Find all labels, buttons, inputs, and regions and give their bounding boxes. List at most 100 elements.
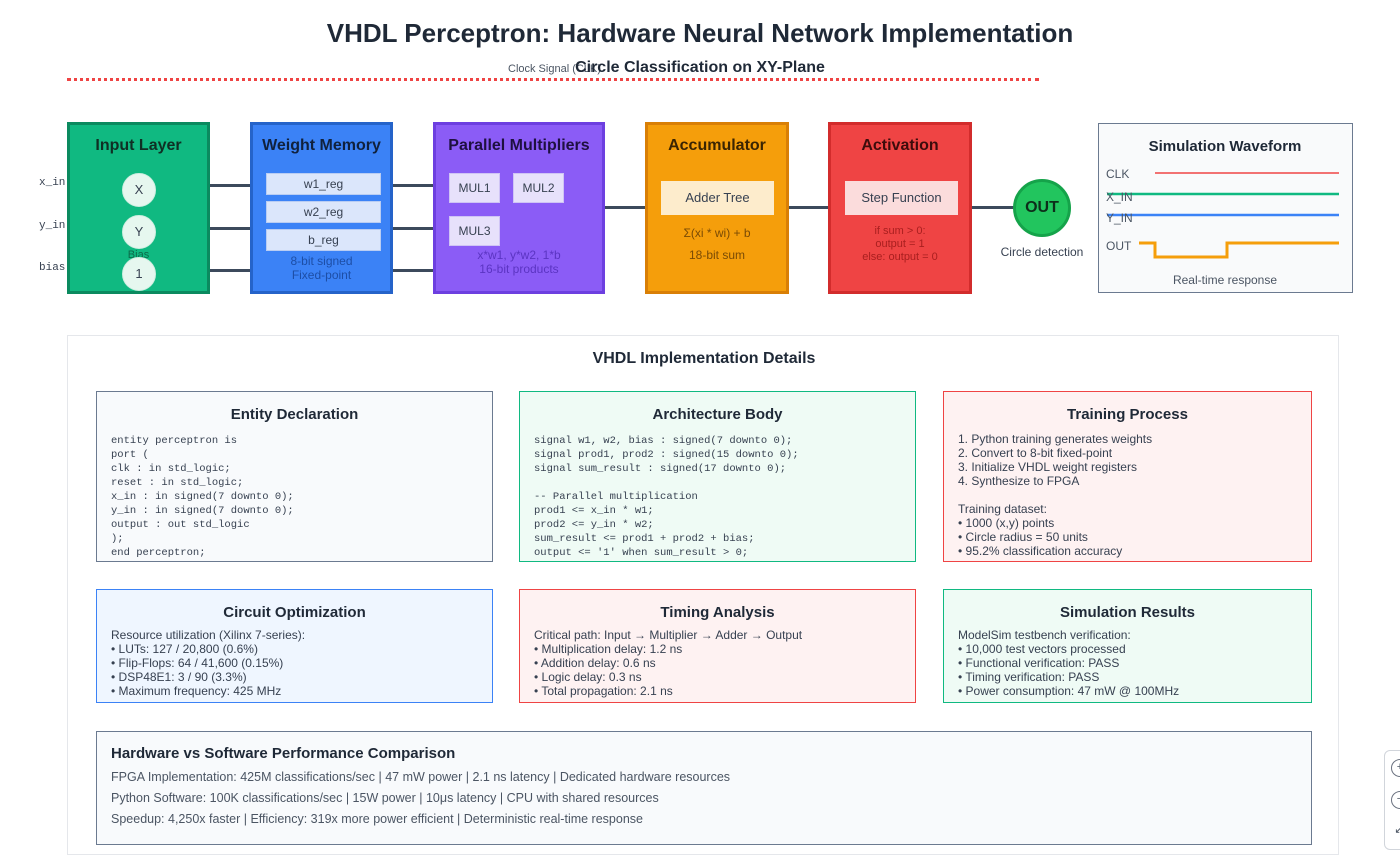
entity-declaration-card: Entity Declaration entity perceptron is p… xyxy=(96,391,493,562)
waveform-label-y-in: Y_IN xyxy=(1106,211,1133,225)
accumulator-note-bits: 18-bit sum xyxy=(688,248,746,262)
card-line: • Power consumption: 47 mW @ 100MHz xyxy=(958,684,1180,698)
multipliers-note-bits: 16-bit products xyxy=(479,262,559,276)
card-line: Resource utilization (Xilinx 7-series): xyxy=(111,628,306,642)
circuit-optimization-card: Circuit Optimization Resource utilizatio… xyxy=(96,589,493,703)
implementation-details-panel: VHDL Implementation Details Entity Decla… xyxy=(67,335,1339,855)
zoom-in-icon[interactable]: + xyxy=(1391,759,1400,777)
signal-label-y-in: y_in xyxy=(39,220,66,232)
circuit-optimization-title: Circuit Optimization xyxy=(223,604,366,621)
card-line: x_in : in signed(7 downto 0); xyxy=(111,491,294,503)
wire-weights-to-mul-1 xyxy=(392,184,435,187)
implementation-details-title: VHDL Implementation Details xyxy=(592,350,816,367)
card-line: • Multiplication delay: 1.2 ns xyxy=(534,642,683,656)
card-line: reset : in std_logic; xyxy=(111,477,244,489)
comparison-line-python: Python Software: 100K classifications/se… xyxy=(111,791,659,805)
card-line xyxy=(534,476,905,490)
architecture-body-code: signal w1, w2, bias : signed(7 downto 0)… xyxy=(534,434,905,560)
wire-bias-to-weights xyxy=(209,269,252,272)
card-line: output <= '1' when sum_result > 0; xyxy=(534,547,749,559)
simulation-results-card: Simulation Results ModelSim testbench ve… xyxy=(943,589,1312,703)
card-line: • 10,000 test vectors processed xyxy=(958,642,1126,656)
architecture-body-title: Architecture Body xyxy=(652,406,783,423)
card-line: • LUTs: 127 / 20,800 (0.6%) xyxy=(111,642,258,656)
wire-weights-to-mul-2 xyxy=(392,227,435,230)
card-line: • DSP48E1: 3 / 90 (3.3%) xyxy=(111,670,247,684)
wire-x-to-weights xyxy=(209,184,252,187)
zoom-reset-icon[interactable]: ↙ xyxy=(1394,824,1400,836)
signal-label-bias: bias xyxy=(39,262,66,274)
zoom-control: + − ↙ xyxy=(1384,750,1400,850)
card-line: • Addition delay: 0.6 ns xyxy=(534,656,656,670)
activation-title: Activation xyxy=(861,137,939,154)
training-process-card: Training Process 1. Python training gene… xyxy=(943,391,1312,562)
circuit-optimization-list: Resource utilization (Xilinx 7-series):•… xyxy=(111,628,482,698)
activation-block: Activation Step Function if sum > 0: out… xyxy=(828,122,972,294)
waveform-label-out: OUT xyxy=(1106,239,1132,253)
card-line: clk : in std_logic; xyxy=(111,463,231,475)
register-w2: w2_reg xyxy=(266,201,381,223)
wire-mul-to-accumulator xyxy=(604,206,647,209)
timing-analysis-card: Timing Analysis Critical path: Input → M… xyxy=(519,589,916,703)
waveform-title: Simulation Waveform xyxy=(1148,138,1302,155)
card-line: ); xyxy=(111,533,124,545)
accumulator-note-formula: Σ(xi * wi) + b xyxy=(683,226,751,240)
output-node: OUT xyxy=(1013,179,1071,237)
waveform-traces xyxy=(1107,172,1339,259)
weight-memory-title: Weight Memory xyxy=(262,137,381,154)
card-line: prod2 <= y_in * w2; xyxy=(534,519,654,531)
card-line: signal w1, w2, bias : signed(7 downto 0)… xyxy=(534,435,793,447)
activation-rule-else: else: output = 0 xyxy=(862,251,938,263)
activation-rule-if: if sum > 0: xyxy=(874,225,926,237)
wire-activation-to-output xyxy=(971,206,1014,209)
parallel-multipliers-title: Parallel Multipliers xyxy=(448,137,590,154)
architecture-body-card: Architecture Body signal w1, w2, bias : … xyxy=(519,391,916,562)
zoom-out-icon[interactable]: − xyxy=(1391,791,1400,809)
card-line: 1. Python training generates weights xyxy=(958,432,1153,446)
card-line: entity perceptron is xyxy=(111,435,238,447)
activation-rule-then: output = 1 xyxy=(875,238,925,250)
weight-memory-block: Weight Memory w1_reg w2_reg b_reg 8-bit … xyxy=(250,122,393,294)
card-line: • Flip-Flops: 64 / 41,600 (0.15%) xyxy=(111,656,284,670)
card-line: port ( xyxy=(111,449,149,461)
card-line: • Functional verification: PASS xyxy=(958,656,1120,670)
output-caption: Circle detection xyxy=(1000,245,1084,259)
page-title: VHDL Perceptron: Hardware Neural Network… xyxy=(326,18,1074,48)
card-line: y_in : in signed(7 downto 0); xyxy=(111,505,294,517)
waveform-label-clk: CLK xyxy=(1106,167,1130,181)
multiplier-3: MUL3 xyxy=(449,216,500,246)
card-line: sum_result <= prod1 + prod2 + bias; xyxy=(534,533,755,545)
input-node-x: X xyxy=(122,173,156,207)
card-line xyxy=(958,488,1301,502)
clock-signal-line xyxy=(67,78,1039,81)
card-line: • Timing verification: PASS xyxy=(958,670,1100,684)
multiplier-2: MUL2 xyxy=(513,173,564,203)
waveform-trace-out xyxy=(1139,241,1339,259)
signal-label-x-in: x_in xyxy=(39,177,66,189)
input-node-bias: 1 xyxy=(122,257,156,291)
simulation-results-list: ModelSim testbench verification:• 10,000… xyxy=(958,628,1301,698)
card-line: -- Parallel multiplication xyxy=(534,491,698,503)
accumulator-block: Accumulator Adder Tree Σ(xi * wi) + b 18… xyxy=(645,122,789,294)
multiplier-1: MUL1 xyxy=(449,173,500,203)
entity-declaration-code: entity perceptron is port ( clk : in std_l… xyxy=(111,434,482,560)
card-line: end perceptron; xyxy=(111,547,206,559)
entity-declaration-title: Entity Declaration xyxy=(230,406,359,423)
weight-memory-note-bits: 8-bit signed xyxy=(290,254,353,268)
card-line: • Circle radius = 50 units xyxy=(958,530,1088,544)
comparison-line-speedup: Speedup: 4,250x faster | Efficiency: 319… xyxy=(111,812,643,826)
register-b: b_reg xyxy=(266,229,381,251)
card-line: ModelSim testbench verification: xyxy=(958,628,1131,642)
card-line: 2. Convert to 8-bit fixed-point xyxy=(958,446,1113,460)
clock-signal-label: Clock Signal (CLK) xyxy=(508,63,601,75)
register-w1: w1_reg xyxy=(266,173,381,195)
parallel-multipliers-block: Parallel Multipliers MUL1 MUL2 MUL3 x*w1… xyxy=(433,122,605,294)
page-subtitle: Circle Classification on XY-Plane xyxy=(575,59,825,76)
input-layer-block: Input Layer X Y Bias 1 xyxy=(67,122,210,294)
performance-comparison-card: Hardware vs Software Performance Compari… xyxy=(96,731,1312,845)
timing-analysis-title: Timing Analysis xyxy=(660,604,775,621)
simulation-results-title: Simulation Results xyxy=(1059,604,1196,621)
input-layer-title: Input Layer xyxy=(95,137,182,154)
card-line: signal prod1, prod2 : signed(15 downto 0… xyxy=(534,449,799,461)
